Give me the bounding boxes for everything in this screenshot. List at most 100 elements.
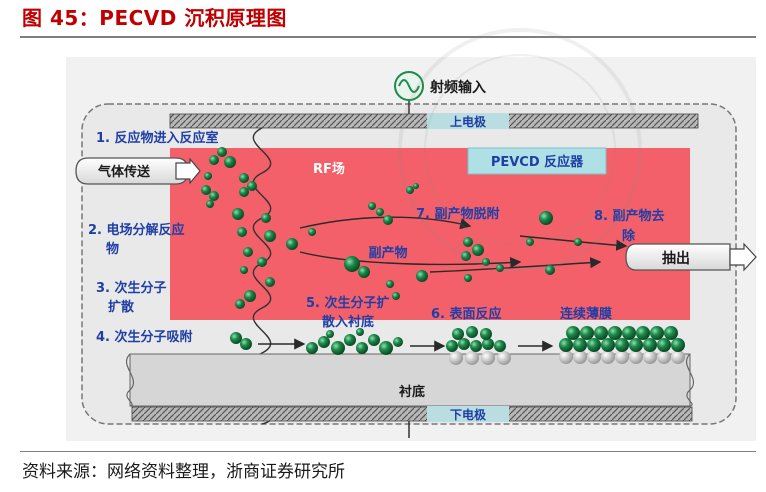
molecule — [356, 328, 364, 336]
molecule — [539, 211, 553, 225]
substrate-atom — [615, 350, 629, 364]
lower-electrode — [131, 406, 693, 422]
molecule — [482, 258, 490, 266]
molecule — [379, 341, 393, 355]
molecule — [392, 292, 400, 300]
film-molecule — [587, 338, 601, 352]
step2-label-line1: 2. 电场分解反应 — [88, 222, 185, 238]
step3-label-line1: 3. 次生分子 — [96, 280, 167, 296]
step8-label-line2: 除 — [622, 228, 636, 244]
exhaust-label: 抽出 — [662, 250, 690, 267]
film-molecule — [594, 326, 608, 340]
molecule — [356, 342, 368, 354]
substrate-atom — [497, 351, 511, 365]
substrate-atom — [481, 351, 495, 365]
film-molecule — [664, 326, 678, 340]
molecule — [286, 238, 298, 250]
molecule — [464, 274, 472, 282]
molecule — [463, 237, 473, 247]
substrate-atom — [629, 350, 643, 364]
film-molecule — [559, 338, 573, 352]
film-molecule — [636, 326, 650, 340]
step8-label-line1: 8. 副产物去 — [594, 208, 665, 224]
molecule — [257, 257, 267, 267]
molecule — [230, 332, 242, 344]
substrate-label: 衬底 — [399, 384, 425, 400]
film-molecule — [671, 338, 685, 352]
film-molecule — [657, 338, 671, 352]
rf-input-label: 射频输入 — [429, 79, 486, 96]
lower-electrode-label-bg — [427, 406, 509, 422]
sine-wave-icon — [398, 79, 420, 93]
substrate-atom — [449, 351, 463, 365]
title-rule — [20, 36, 756, 38]
molecule — [209, 155, 219, 165]
step6-label: 6. 表面反应 — [431, 306, 502, 322]
film-molecule — [650, 326, 664, 340]
substrate-atom — [465, 351, 479, 365]
substrate-break-right — [686, 353, 694, 407]
film-molecule — [622, 326, 636, 340]
substrate-atom — [573, 350, 587, 364]
substrate-atom — [657, 350, 671, 364]
molecule — [265, 277, 275, 287]
film-molecule — [643, 338, 657, 352]
molecule — [376, 208, 384, 216]
step5-label-line1: 5. 次生分子扩 — [306, 295, 390, 311]
molecule — [368, 334, 380, 346]
exhaust-pipe — [625, 243, 731, 271]
film-molecule — [615, 338, 629, 352]
molecule — [326, 330, 334, 338]
step1-label: 1. 反应物进入反应室 — [96, 130, 219, 146]
molecule — [470, 340, 482, 352]
molecule — [494, 340, 506, 352]
molecule — [232, 208, 244, 220]
molecules-group — [201, 147, 582, 355]
source-rule — [20, 451, 756, 452]
reactor-label-box — [467, 147, 607, 175]
molecule — [204, 172, 212, 180]
upper-electrode-label-bg — [427, 113, 509, 129]
molecule — [217, 147, 227, 157]
molecule — [261, 213, 271, 223]
source-note: 资料来源：网络资料整理，浙商证券研究所 — [22, 462, 345, 482]
molecule — [308, 228, 316, 236]
molecule — [416, 270, 428, 282]
molecule — [244, 290, 256, 302]
molecule — [224, 156, 236, 168]
molecule — [406, 186, 414, 194]
upper-electrode-label: 上电极 — [450, 114, 487, 129]
exhaust-arrow-icon — [729, 242, 757, 272]
molecule — [496, 264, 504, 272]
substrate-atom — [601, 350, 615, 364]
molecule — [472, 244, 484, 256]
step3-label-line2: 扩散 — [108, 299, 135, 315]
molecule — [306, 342, 318, 354]
molecule — [393, 337, 403, 347]
watermark — [398, 28, 642, 272]
molecule — [526, 238, 534, 246]
substrate-break-left — [126, 353, 134, 407]
gas-feed-arrow-icon — [175, 157, 201, 185]
molecule — [237, 227, 247, 237]
step4-label: 4. 次生分子吸附 — [96, 329, 193, 345]
film-molecule — [629, 338, 643, 352]
molecule — [344, 256, 360, 272]
molecule — [201, 185, 211, 195]
film-molecule — [566, 326, 580, 340]
film-molecule — [608, 326, 622, 340]
molecule — [386, 280, 394, 288]
molecule — [239, 173, 249, 183]
molecule — [574, 238, 582, 246]
molecule — [480, 328, 492, 340]
molecule — [240, 338, 252, 350]
reactor-label: PEVCD 反应器 — [491, 154, 584, 170]
molecule — [458, 338, 470, 350]
molecule — [358, 266, 370, 278]
film-molecule — [580, 326, 594, 340]
step5-label-line2: 散入衬底 — [322, 314, 374, 330]
molecule — [243, 247, 253, 257]
film-label: 连续薄膜 — [560, 306, 612, 322]
substrate-atom — [671, 350, 685, 364]
